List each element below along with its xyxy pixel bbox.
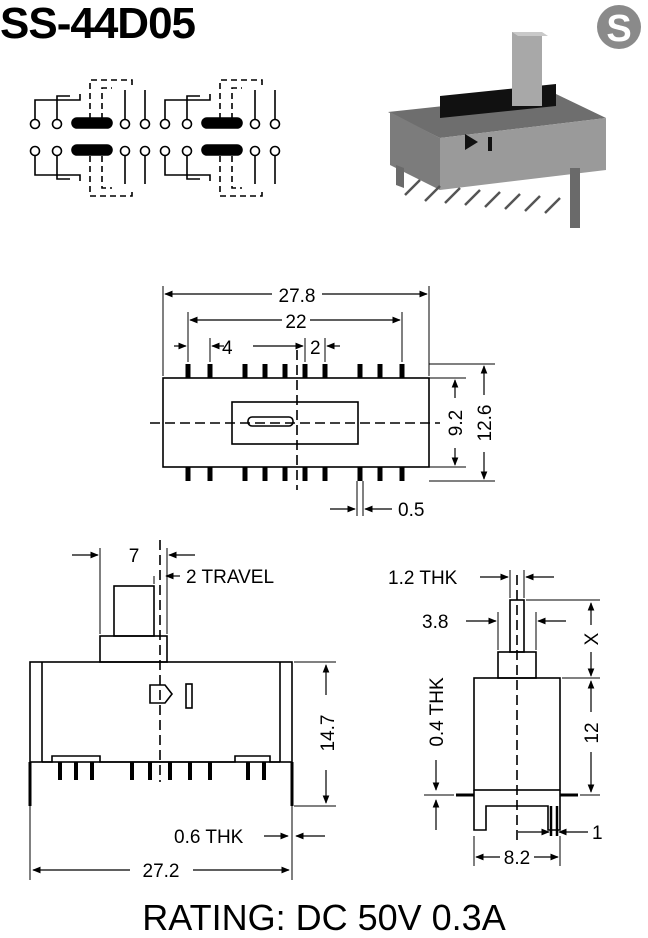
dim-overall-length: 27.8: [279, 286, 316, 307]
top-view-actuator: [247, 416, 294, 427]
dim-outer-width: 12.6: [475, 405, 496, 442]
dim-actuator-depth: 3.8: [422, 612, 448, 633]
rating-text: RATING: DC 50V 0.3A: [142, 897, 505, 938]
dim-travel: 2 TRAVEL: [186, 567, 274, 588]
front-view: [28, 540, 336, 880]
dim-actuator-height-var: X: [582, 632, 603, 645]
dim-pin-thickness: 0.5: [398, 500, 424, 521]
dim-pin-span: 22: [285, 312, 306, 333]
dim-frame-thickness: 0.4 THK: [427, 677, 448, 747]
dim-pin-pitch-group: 4: [222, 338, 233, 359]
dim-inner-width: 9.2: [446, 410, 467, 436]
brand-logo: S: [597, 5, 641, 50]
switch-photo: [388, 32, 606, 228]
dim-side-body-height: 12: [582, 722, 603, 743]
dim-base-width: 8.2: [504, 848, 530, 869]
side-view: [424, 570, 600, 866]
dim-pin-offset: 1: [592, 823, 603, 844]
front-view-body: [29, 661, 293, 763]
schematic-group-right: [159, 79, 281, 197]
dim-tab-thickness: 0.6 THK: [174, 827, 244, 848]
top-view: [150, 286, 495, 516]
switch-photo-actuator: [512, 32, 542, 106]
dim-actuator-thickness: 1.2 THK: [388, 568, 458, 589]
dim-pin-pitch: 2: [310, 338, 321, 359]
brand-logo-letter: S: [606, 8, 631, 50]
dim-body-length: 27.2: [143, 861, 180, 882]
schematic-group-left: [29, 79, 151, 197]
part-number-title: SS-44D05: [0, 0, 196, 48]
circuit-schematic: [29, 79, 281, 197]
front-view-actuator: [113, 585, 155, 637]
dim-actuator-width: 7: [129, 546, 140, 567]
dim-front-height: 14.7: [318, 715, 339, 752]
